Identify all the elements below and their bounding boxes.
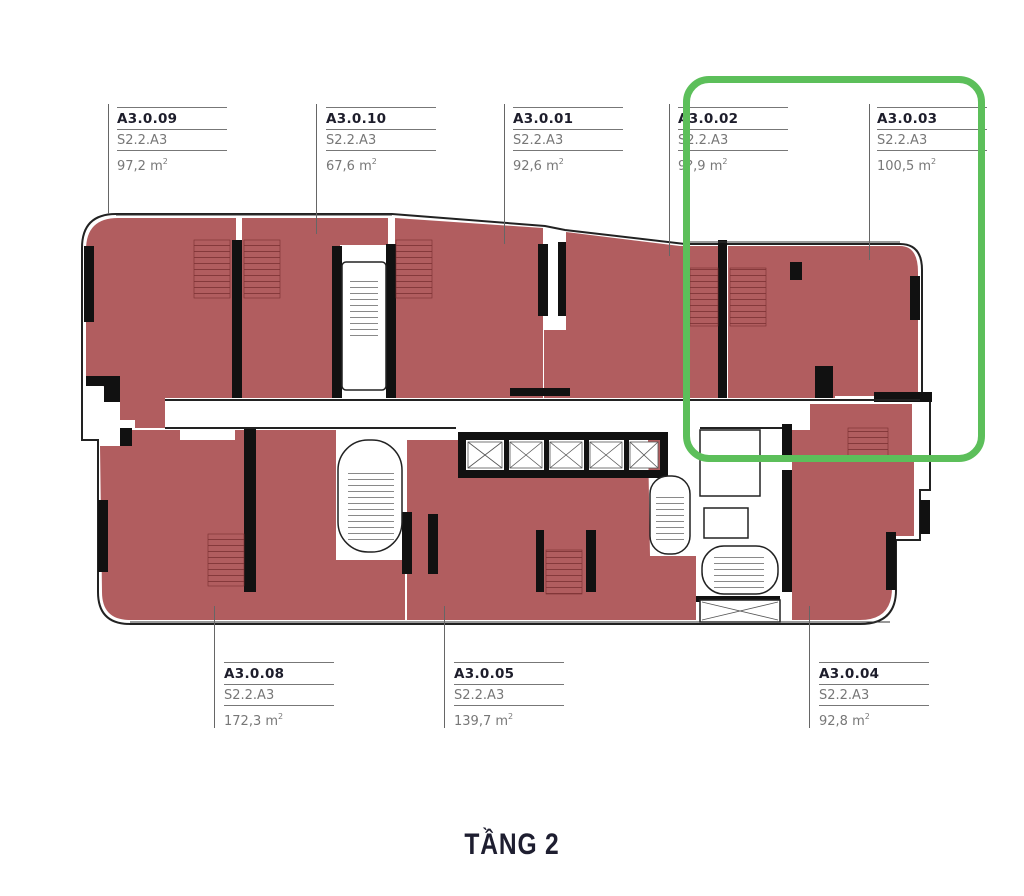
unit-area: 67,6 m2 (326, 157, 377, 174)
unit-code: A3.0.04 (819, 662, 929, 685)
unit-area: 100,5 m2 (877, 157, 937, 174)
leader-line (809, 606, 810, 728)
leader-line (504, 104, 505, 244)
unit-A3.0.03 (728, 246, 918, 398)
unit-area: 172,3 m2 (224, 712, 284, 729)
unit-code: A3.0.03 (877, 107, 987, 130)
unit-type: S2.2.A3 (326, 130, 436, 151)
leader-line (669, 104, 670, 256)
unit-code: A3.0.01 (513, 107, 623, 130)
unit-type: S2.2.A3 (117, 130, 227, 151)
unit-label-A3.0.03[interactable]: A3.0.03 S2.2.A3 100,5 m2 (877, 107, 987, 174)
leader-line (108, 104, 109, 214)
leader-line (214, 606, 215, 728)
unit-type: S2.2.A3 (819, 685, 929, 706)
leader-line (444, 606, 445, 728)
unit-type: S2.2.A3 (454, 685, 564, 706)
unit-label-A3.0.10[interactable]: A3.0.10 S2.2.A3 67,6 m2 (326, 107, 436, 174)
unit-code: A3.0.02 (678, 107, 788, 130)
unit-label-A3.0.05[interactable]: A3.0.05 S2.2.A3 139,7 m2 (454, 662, 564, 729)
unit-area: 92,8 m2 (819, 712, 870, 729)
leader-line (316, 104, 317, 234)
unit-code: A3.0.05 (454, 662, 564, 685)
highlight-frame (683, 76, 985, 462)
unit-label-A3.0.09[interactable]: A3.0.09 S2.2.A3 97,2 m2 (117, 107, 227, 174)
unit-type: S2.2.A3 (678, 130, 788, 151)
unit-type: S2.2.A3 (877, 130, 987, 151)
unit-A3.0.04 (792, 462, 914, 620)
unit-area: 139,7 m2 (454, 712, 514, 729)
leader-line (869, 104, 870, 260)
unit-code: A3.0.10 (326, 107, 436, 130)
unit-A3.0.05 (407, 440, 696, 620)
unit-label-A3.0.04[interactable]: A3.0.04 S2.2.A3 92,8 m2 (819, 662, 929, 729)
unit-label-A3.0.01[interactable]: A3.0.01 S2.2.A3 92,6 m2 (513, 107, 623, 174)
unit-A3.0.02 (544, 232, 722, 398)
unit-label-A3.0.08[interactable]: A3.0.08 S2.2.A3 172,3 m2 (224, 662, 334, 729)
unit-area: 97,2 m2 (117, 157, 168, 174)
unit-type: S2.2.A3 (224, 685, 334, 706)
unit-area: 92,6 m2 (513, 157, 564, 174)
unit-code: A3.0.09 (117, 107, 227, 130)
floor-title: TẦNG 2 (464, 828, 560, 861)
unit-code: A3.0.08 (224, 662, 334, 685)
unit-type: S2.2.A3 (513, 130, 623, 151)
